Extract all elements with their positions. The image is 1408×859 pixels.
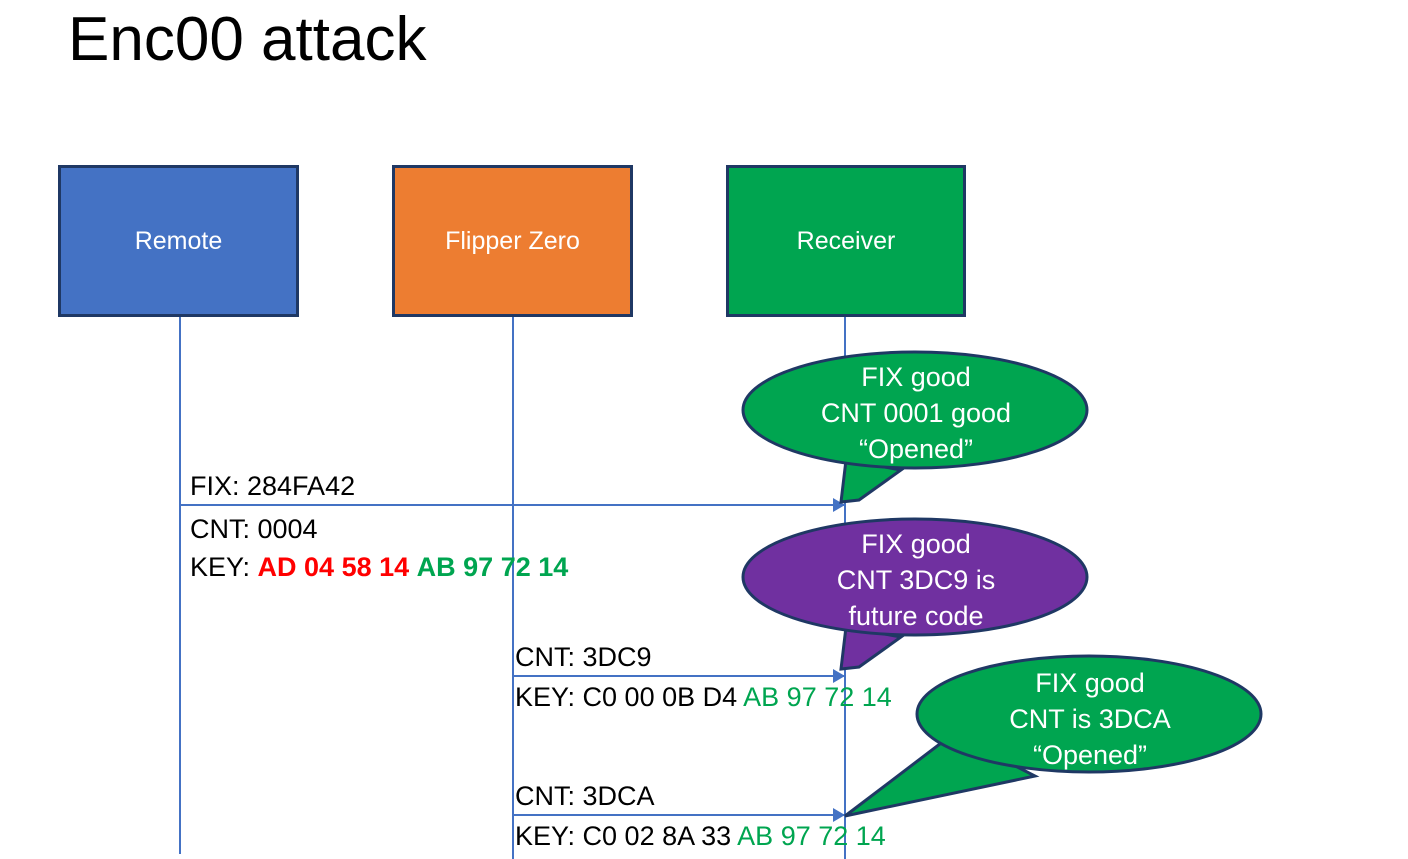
callout-bubble-1[interactable] — [741, 350, 1093, 515]
callout-1-ellipse — [741, 350, 1089, 470]
actor-box-remote[interactable]: Remote — [58, 165, 299, 317]
page-title: Enc00 attack — [68, 5, 427, 74]
actor-label-remote: Remote — [134, 226, 223, 255]
message-arrow-2 — [513, 675, 845, 677]
message-1-cnt-label: CNT: 0004 — [190, 514, 318, 544]
callout-2-ellipse — [741, 517, 1089, 637]
actor-label-receiver: Receiver — [796, 226, 896, 255]
message-3-key-serial-bytes: AB 97 72 14 — [737, 821, 886, 851]
message-1-key-label: KEY: AD 04 58 14 AB 97 72 14 — [190, 551, 568, 585]
arrow-head-icon-2 — [833, 669, 845, 683]
callout-3-ellipse — [915, 654, 1263, 774]
message-1-key-prefix: KEY: — [190, 552, 258, 582]
message-3-key-prefix: KEY: C0 02 8A 33 — [515, 821, 738, 851]
message-2-key-prefix: KEY: C0 00 0B D4 — [515, 682, 744, 712]
message-2-cnt-label: CNT: 3DC9 — [515, 642, 652, 672]
message-3-key-label: KEY: C0 02 8A 33 AB 97 72 14 — [515, 820, 886, 854]
message-arrow-1 — [180, 504, 845, 506]
message-1-fix-label: FIX: 284FA42 — [190, 471, 356, 501]
message-1-key-manipulated-bytes: AD 04 58 14 — [257, 552, 410, 582]
message-arrow-3 — [513, 814, 845, 816]
message-3-cnt-label: CNT: 3DCA — [515, 781, 655, 811]
message-1-key-serial-bytes: AB 97 72 14 — [416, 552, 569, 582]
arrow-head-icon-3 — [833, 808, 845, 822]
message-2-key-serial-bytes: AB 97 72 14 — [743, 682, 892, 712]
actor-box-flipper-zero[interactable]: Flipper Zero — [392, 165, 633, 317]
lifeline-flipper-zero — [512, 317, 514, 859]
message-2-key-label: KEY: C0 00 0B D4 AB 97 72 14 — [515, 681, 892, 715]
callout-bubble-2[interactable] — [741, 517, 1093, 682]
actor-box-receiver[interactable]: Receiver — [726, 165, 966, 317]
lifeline-remote — [179, 317, 181, 854]
actor-label-flipper-zero: Flipper Zero — [445, 226, 580, 255]
callout-bubble-3[interactable] — [844, 654, 1265, 826]
